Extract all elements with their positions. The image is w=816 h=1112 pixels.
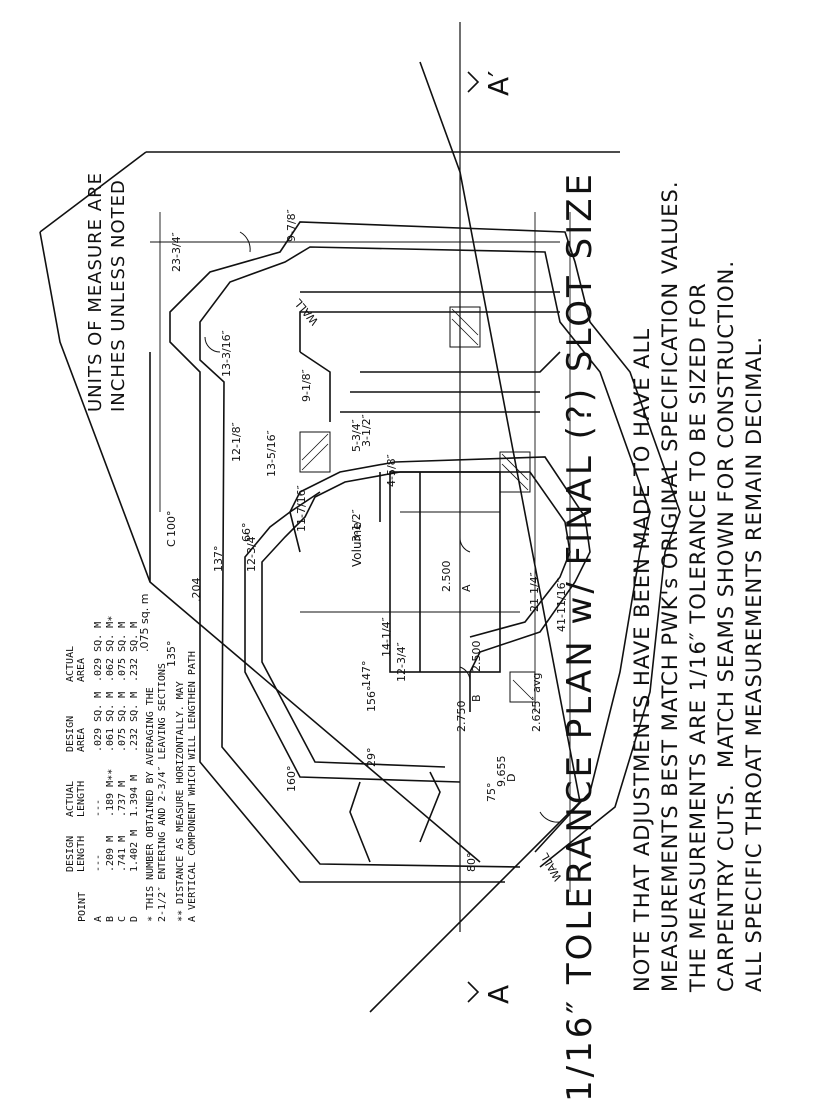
dimension-label: 9-1/8″ xyxy=(300,369,313,402)
units-note-line: UNITS OF MEASURE ARE xyxy=(85,172,106,412)
table-row-d-point: D xyxy=(129,915,140,922)
table-header-actual-area: ACTUAL AREA xyxy=(65,645,87,682)
table-row-a-dl: --- xyxy=(93,853,104,872)
dimension-label: 13-5/16″ xyxy=(265,430,278,477)
dimension-label: 13-3/16″ xyxy=(220,330,233,377)
dimension-label: 2.625″ avg xyxy=(530,672,543,732)
table-row-c-al: .737 M xyxy=(117,780,128,817)
wall-line-left xyxy=(369,61,581,1013)
table-row-b-point: B xyxy=(105,915,116,922)
note-line: ALL SPECIFIC THROAT MEASUREMENTS REMAIN … xyxy=(742,335,766,992)
table-row-c-aa: .075 SQ. M xyxy=(117,621,128,682)
dimension-label: 23-3/4″ xyxy=(170,232,183,272)
angle-label: 80° xyxy=(465,852,478,873)
angle-label: 100° xyxy=(165,510,178,538)
table-footnote: 2-1/2″ ENTERING AND 2-3/4″ LEAVING SECTI… xyxy=(157,663,168,922)
table-row-a-aa: .029 SQ. M xyxy=(93,621,104,682)
table-row-c-point: C xyxy=(117,915,128,922)
table-row-c-da: .075 SQ. M xyxy=(117,691,128,752)
angle-label: 66° xyxy=(240,522,253,543)
dimension-label: 21-1/4″ xyxy=(528,572,541,612)
section-marker-left: A xyxy=(482,984,515,1004)
dimension-label: 41-11/16″ xyxy=(555,578,568,632)
table-row-b-dl: .209 M xyxy=(105,835,116,872)
dimension-label: 12-1/8″ xyxy=(230,422,243,462)
dimension-label: 2.500 xyxy=(440,560,453,593)
volume-label: Volume xyxy=(350,522,364,567)
point-label-b: B xyxy=(470,694,483,702)
inner-structure xyxy=(244,456,591,783)
table-row-b-da: .061 SQ. M xyxy=(105,691,116,752)
labyrinth-wall-2 xyxy=(199,246,651,868)
table-header-point: POINT xyxy=(77,891,88,922)
table-row-a-point: A xyxy=(93,915,104,922)
note-line: MEASUREMENTS BEST MATCH PWK's ORIGINAL S… xyxy=(658,180,682,992)
angle-label: 147° xyxy=(360,660,373,688)
outer-labyrinth xyxy=(169,221,681,883)
point-label-d: D xyxy=(505,773,518,782)
angle-label: 75° xyxy=(485,782,498,803)
table-row-a-da: .029 SQ. M xyxy=(93,691,104,752)
angle-label: 29° xyxy=(365,747,378,768)
dimension-label: 2.500 xyxy=(470,640,483,673)
dimension-label: 12-3/4″ xyxy=(395,642,408,682)
dimension-label: 14-1/4″ xyxy=(380,617,393,657)
dimension-label: 4-5/8″ xyxy=(385,454,398,487)
area-label: .075 sq. m xyxy=(138,593,151,652)
units-note-line: INCHES UNLESS NOTED xyxy=(108,179,129,412)
drawing-title: 1/16″ TOLERANCE PLAN w/ FINAL (?) SLOT S… xyxy=(560,170,600,1102)
dimension-label: 2.750 xyxy=(455,700,468,733)
dimension-label: 11-7/16″ xyxy=(295,485,308,532)
table-row-c-dl: .741 M xyxy=(117,835,128,872)
section-marker-right: A′ xyxy=(482,70,515,96)
note-line: NOTE THAT ADJUSTMENTS HAVE BEEN MADE TO … xyxy=(630,327,654,992)
inner-structure-2 xyxy=(261,471,571,768)
table-header-actual-length: ACTUAL LENGTH xyxy=(65,780,87,817)
area-label: .204 xyxy=(190,577,203,603)
table-row-d-dl: 1.402 M xyxy=(129,829,140,872)
table-footnote: ∗ THIS NUMBER OBTAINED BY AVERAGING THE xyxy=(145,687,156,922)
section-arrow-right xyxy=(467,71,480,93)
table-row-b-al: .189 M∗∗ xyxy=(105,768,116,817)
horn-mouth-line xyxy=(39,151,147,233)
table-header-design-length: DESIGN LENGTH xyxy=(65,835,87,872)
dimension-label: 3-1/2″ xyxy=(360,414,373,447)
table-footnote: ∗∗ DISTANCE AS MEASURE HORIZONTALLY. MAY xyxy=(175,681,186,922)
table-row-d-al: 1.394 M xyxy=(129,774,140,817)
note-line: THE MEASUREMENTS ARE 1/16″ TOLERANCE TO … xyxy=(686,282,710,992)
table-header-design-area: DESIGN AREA xyxy=(65,715,87,752)
table-row-d-da: .232 SQ. M xyxy=(129,691,140,752)
section-arrow-left xyxy=(467,981,480,1003)
note-line: CARPENTRY CUTS. MATCH SEAMS SHOWN FOR CO… xyxy=(714,259,738,992)
angle-label: 137° xyxy=(212,545,225,573)
angle-label: 156° xyxy=(365,685,378,713)
angle-label: 160° xyxy=(285,765,298,793)
angle-label: 135° xyxy=(165,640,178,668)
dimension-label: 9-7/8″ xyxy=(285,209,298,242)
volume-chamber xyxy=(389,471,501,673)
point-label-a: A xyxy=(460,584,473,592)
table-footnote: A VERTICAL COMPONENT WHICH WILL LENGTHEN… xyxy=(187,651,198,922)
point-label-c: C xyxy=(165,539,178,547)
table-row-a-al: --- xyxy=(93,798,104,817)
outer-wall-outline xyxy=(39,231,481,863)
table-row-b-aa: .062 SQ. M∗ xyxy=(105,615,116,682)
